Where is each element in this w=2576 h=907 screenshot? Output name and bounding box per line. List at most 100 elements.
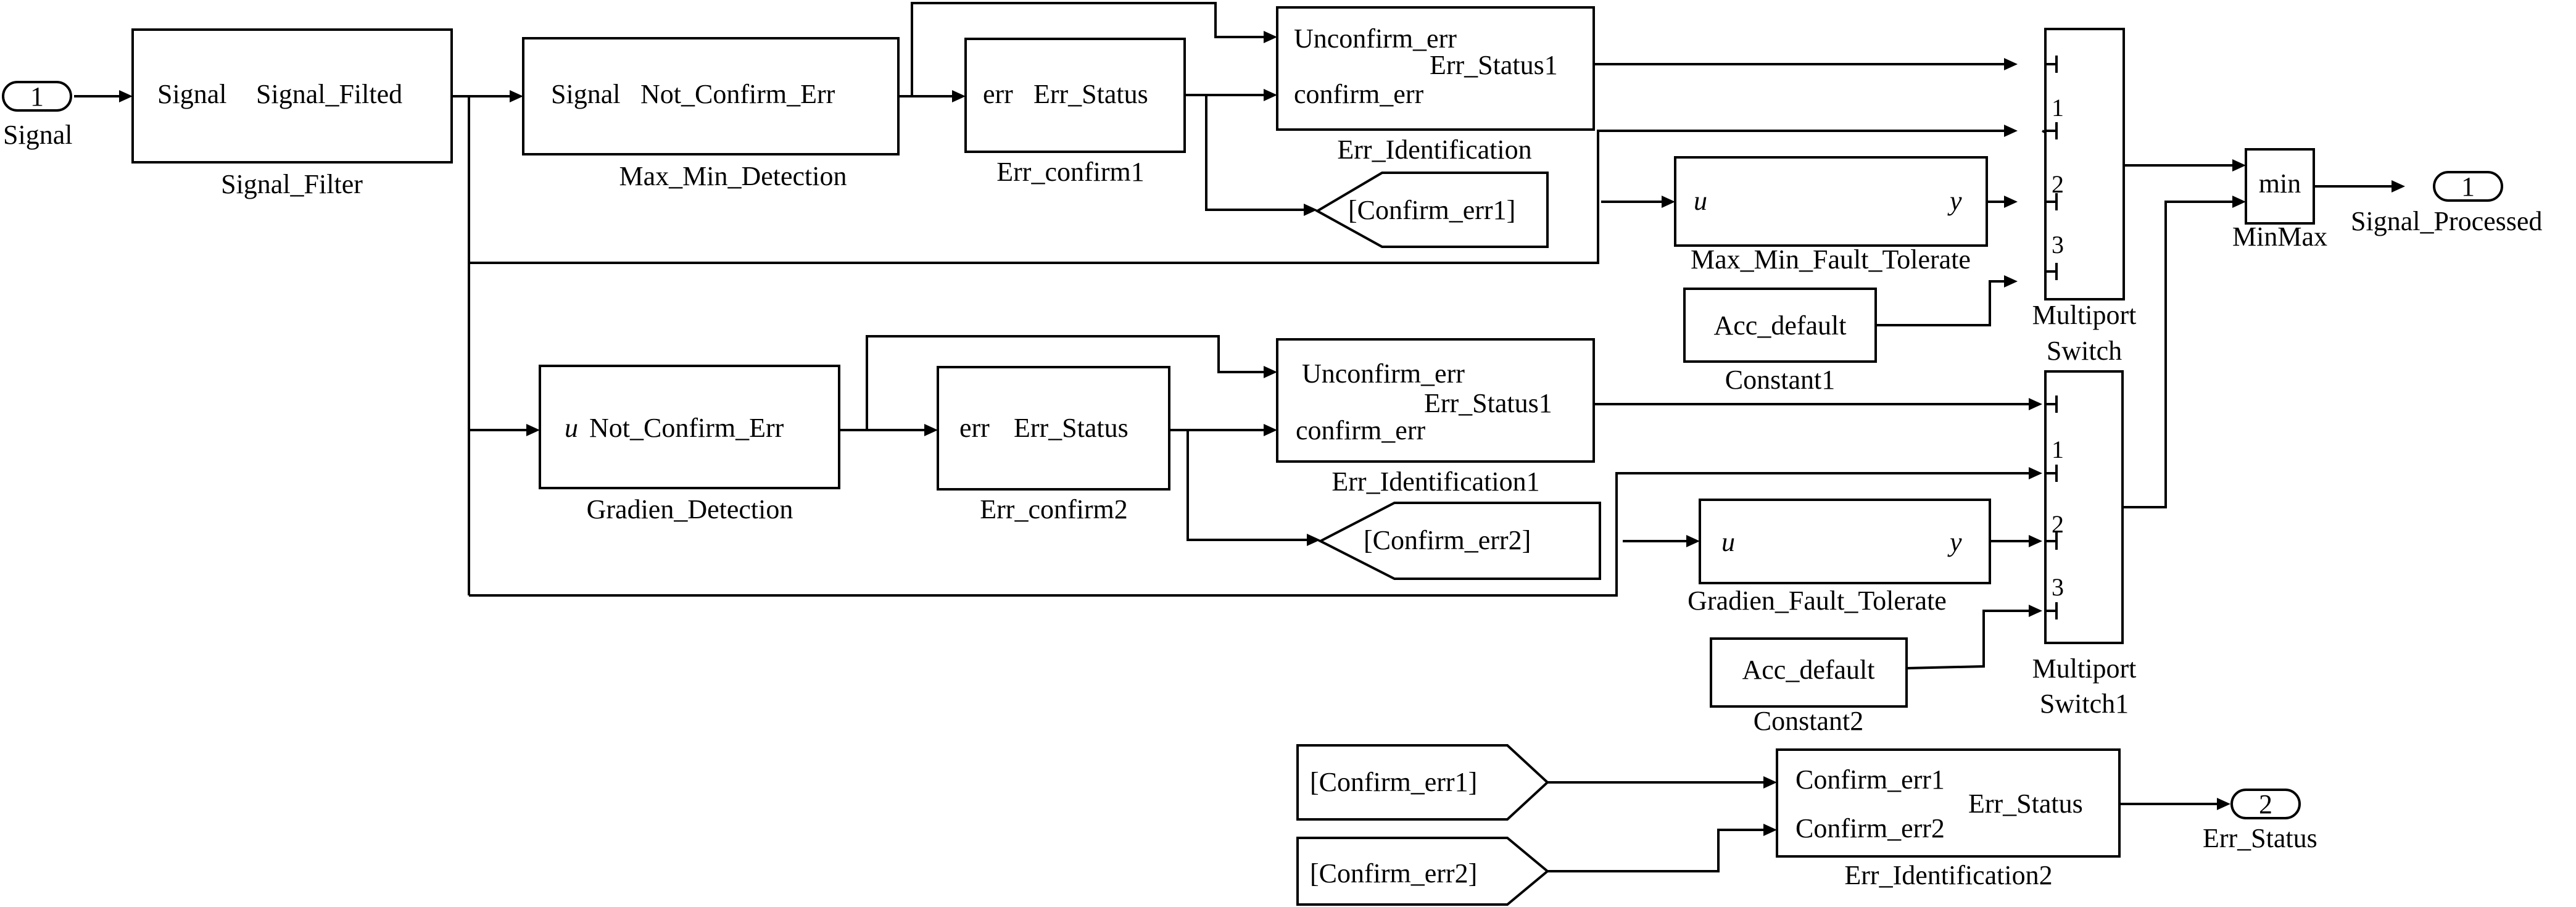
block-max-min-detection[interactable]: Signal Not_Confirm_Err Max_Min_Detection [522,37,900,191]
arrow-head [1307,534,1320,546]
outport-err-status[interactable]: 2 Err_Status [2203,789,2317,853]
block-constant1[interactable]: Acc_default Constant1 [1683,288,1877,395]
arrow-head [2029,398,2042,410]
port-label-in: u [1694,186,1707,216]
from-tag: [Confirm_err2] [1310,858,1477,888]
wire-filter-to-switch1-port1 [469,472,2030,597]
arrow-head [1304,204,1317,216]
arrow-head [2004,275,2018,288]
arrow-head [1264,89,1277,101]
port-label-in1: Unconfirm_err [1302,358,1465,389]
arrow-head [2232,196,2246,208]
switch-port-3: 3 [2052,231,2064,259]
from-confirm-err1[interactable]: [Confirm_err1] [1296,744,1549,821]
arrow-head [1763,776,1777,789]
port-label-in: u [1721,527,1735,557]
switch-port-2: 2 [2052,170,2064,198]
arrow-head [1264,424,1277,436]
arrow-head [1686,535,1700,547]
port-label-in: err [959,413,990,443]
block-name: Gradien_Fault_Tolerate [1688,586,1947,616]
arrow-head [1264,31,1277,43]
port-label-in1: Unconfirm_err [1294,23,1457,54]
block-name: Err_confirm1 [996,157,1144,187]
wire-constant1-to-switch [1876,280,2005,326]
port-label-out: Err_Status [1014,413,1129,443]
arrow-head [1763,824,1777,836]
inport-number: 1 [30,81,44,112]
from-confirm-err2[interactable]: [Confirm_err2] [1296,837,1550,906]
port-label-out: Err_Status [1968,789,2083,819]
block-name: Gradien_Detection [587,494,793,524]
port-label-in2: Confirm_err2 [1795,813,1945,843]
switch1-port-1: 1 [2052,436,2064,463]
port-label-in: Signal [157,79,226,109]
arrow-head [2232,159,2246,172]
switch1-port-2: 2 [2052,510,2064,538]
arrow-head [1264,366,1277,378]
port-label-in: Signal [551,79,620,109]
minmax-op: min [2259,168,2301,199]
port-label-out: Signal_Filted [256,79,402,109]
wire-from2-to-erridentification2 [1547,829,1765,872]
arrow-head [2029,605,2042,617]
block-name-line2: Switch [2047,336,2122,366]
wire-constant2-to-switch1 [1906,610,2030,669]
block-name: Constant2 [1754,706,1863,736]
goto-confirm-err1[interactable]: [Confirm_err1] [1314,172,1549,248]
block-name: Err_Identification2 [1844,860,2052,890]
switch1-port-3: 3 [2052,573,2064,601]
arrow-head [2004,58,2018,70]
block-err-identification2[interactable]: Confirm_err1 Err_Status Confirm_err2 Err… [1776,748,2121,890]
block-gradien-detection[interactable]: u Not_Confirm_Err Gradien_Detection [539,365,840,524]
wire-errconfirm1-to-goto1 [1205,95,1305,211]
port-label-out: Err_Status1 [1430,50,1558,80]
port-label-out: y [1947,186,1962,216]
arrow-head [1662,196,1675,208]
block-signal-filter[interactable]: Signal Signal_Filted Signal_Filter [131,28,453,199]
wire-filter-to-switch-port1 [469,130,2005,264]
inport-name: Signal [3,120,72,150]
block-err-confirm1[interactable]: err Err_Status Err_confirm1 [964,38,1186,187]
port-label-out: Not_Confirm_Err [589,413,784,443]
arrow-head [526,424,540,436]
port-label-out: y [1947,527,1962,557]
goto-tag: [Confirm_err2] [1364,525,1531,555]
block-err-identification1[interactable]: Unconfirm_err Err_Status1 confirm_err Er… [1276,338,1595,497]
block-multiport-switch1[interactable]: 1 2 3 Multiport Switch1 [2032,370,2137,719]
arrow-head [119,90,133,102]
arrow-head [2029,467,2042,479]
block-name: Err_Identification [1337,135,1531,165]
outport-signal-processed[interactable]: 1 Signal_Processed [2351,171,2542,236]
block-constant2[interactable]: Acc_default Constant2 [1710,637,1908,736]
block-err-confirm2[interactable]: err Err_Status Err_confirm2 [937,366,1170,524]
outport-number: 2 [2259,789,2272,819]
outport-name: Signal_Processed [2351,206,2542,236]
from-tag: [Confirm_err1] [1310,767,1477,797]
port-label-in2: confirm_err [1294,79,1423,109]
port-label-in1: Confirm_err1 [1795,764,1945,795]
block-name: Max_Min_Fault_Tolerate [1691,244,1971,275]
arrow-head [2004,196,2018,208]
port-label-out: Err_Status [1033,79,1148,109]
arrow-head [2004,125,2018,137]
block-name: Constant1 [1725,365,1835,395]
block-gradien-fault-tolerate[interactable]: u y Gradien_Fault_Tolerate [1688,499,1991,616]
arrow-head [510,90,523,102]
goto-confirm-err2[interactable]: [Confirm_err2] [1317,502,1601,580]
port-label-in: u [565,413,578,443]
goto-tag: [Confirm_err1] [1348,195,1515,225]
block-name: Signal_Filter [221,169,363,199]
block-multiport-switch[interactable]: 1 2 3 Multiport Switch [2032,28,2137,366]
port-label-in2: confirm_err [1296,415,1425,445]
outport-number: 1 [2461,172,2475,202]
block-err-identification[interactable]: Unconfirm_err Err_Status1 confirm_err Er… [1276,6,1595,165]
block-max-min-fault-tolerate[interactable]: u y Max_Min_Fault_Tolerate [1674,156,1988,275]
inport-signal[interactable]: 1 Signal [2,81,72,150]
switch-port-marks [2045,56,2058,280]
arrow-head [2392,180,2405,193]
block-minmax[interactable]: min MinMax [2232,148,2327,252]
wire-errconfirm2-to-goto2 [1187,430,1308,541]
block-name-line1: Multiport [2032,653,2137,684]
